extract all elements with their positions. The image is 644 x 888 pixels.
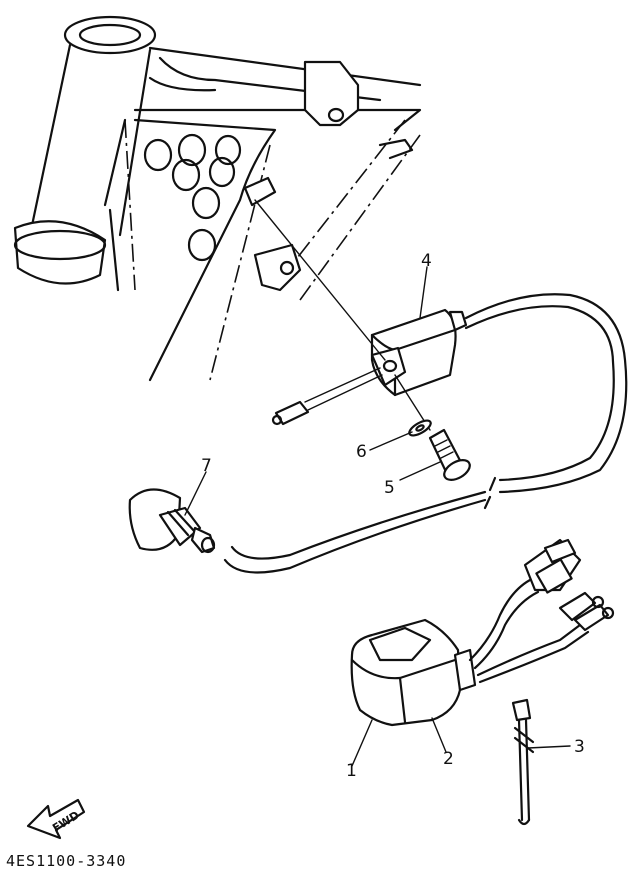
frame-top-tube <box>103 46 422 382</box>
callout-5: 5 <box>384 478 395 498</box>
leader-lines <box>184 266 571 767</box>
callout-1: 1 <box>346 761 357 781</box>
callout-7: 7 <box>201 456 212 476</box>
ignition-coil <box>254 199 468 431</box>
callout-6: 6 <box>356 442 367 462</box>
washer <box>408 419 432 437</box>
callout-labels: 1 2 3 4 5 6 7 <box>201 251 585 781</box>
callout-4: 4 <box>421 251 432 271</box>
callout-2: 2 <box>443 749 454 769</box>
primary-lead <box>271 367 383 426</box>
diagram-reference-code: 4ES1100-3340 <box>6 852 126 870</box>
frame-head-tube <box>13 15 157 285</box>
high-tension-cable <box>223 293 628 574</box>
bolt <box>428 428 471 481</box>
callout-3: 3 <box>574 737 585 757</box>
frame-gusset-holes <box>143 133 242 262</box>
cdi-wire-harness <box>468 538 615 684</box>
frame-mount-brackets <box>243 60 414 292</box>
cdi-unit <box>350 618 477 727</box>
spark-plug-cap <box>128 488 216 554</box>
cable-tie <box>511 698 535 826</box>
fwd-direction-arrow: FWD <box>26 798 86 840</box>
